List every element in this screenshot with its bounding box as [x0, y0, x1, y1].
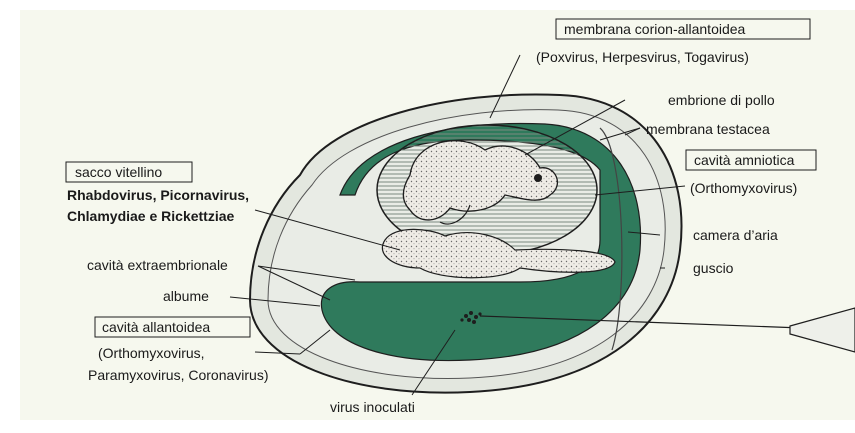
label-air-chamber: camera d’aria: [693, 227, 778, 243]
label-extraembryonic-cavity: cavità extraembrionale: [87, 257, 228, 273]
label-allantoic-viruses-1: (Orthomyxovirus,: [98, 345, 205, 361]
label-albumen: albume: [163, 288, 209, 304]
label-shell-membrane: membrana testacea: [646, 121, 770, 137]
label-inoculated-virus: virus inoculati: [330, 399, 415, 415]
label-allantoic-viruses-2: Paramyxovirus, Coronavirus): [88, 367, 269, 383]
label-yolk-sac: sacco vitellino: [75, 164, 162, 180]
label-yolk-viruses-1: Rhabdovirus, Picornavirus,: [67, 187, 249, 203]
label-yolk-viruses-2: Chlamydiae e Rickettziae: [67, 208, 235, 224]
label-amniotic-viruses: (Orthomyxovirus): [690, 180, 797, 196]
embryo-eye: [534, 174, 542, 182]
label-shell: guscio: [693, 260, 734, 276]
label-chorioallantoic-viruses: (Poxvirus, Herpesvirus, Togavirus): [536, 49, 749, 65]
label-chorioallantoic: membrana corion-allantoidea: [564, 21, 746, 37]
label-chick-embryo: embrione di pollo: [668, 92, 775, 108]
label-amniotic-cavity: cavità amniotica: [694, 152, 795, 168]
label-allantoic-cavity: cavità allantoidea: [102, 319, 210, 335]
